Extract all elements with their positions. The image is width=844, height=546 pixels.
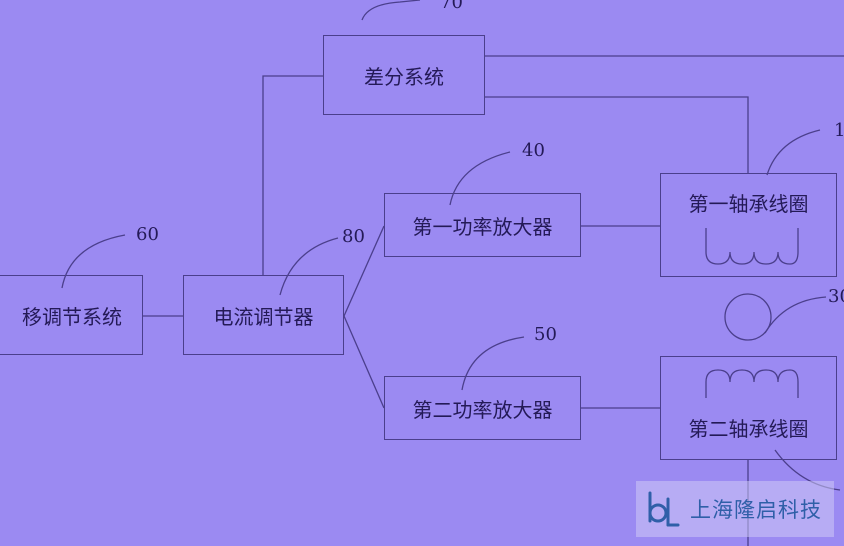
- ref-70: 70: [440, 0, 463, 13]
- ref-40: 40: [522, 140, 545, 161]
- watermark: 上海隆启科技: [636, 481, 834, 537]
- rotor-circle: [724, 293, 772, 341]
- watermark-text: 上海隆启科技: [690, 498, 822, 522]
- leader-60: [61, 234, 126, 289]
- first-coil-label: 第一轴承线圈: [688, 192, 809, 216]
- first-amplifier-block: 第一功率放大器: [384, 193, 581, 257]
- leader-40: [449, 151, 511, 206]
- current-regulator-block: 电流调节器: [183, 275, 344, 355]
- second-amplifier-block: 第二功率放大器: [384, 376, 581, 440]
- first-amplifier-label: 第一功率放大器: [412, 214, 553, 239]
- wire-diff-to-coil1: [485, 96, 749, 173]
- coil-winding-2: [705, 369, 799, 398]
- second-amplifier-label: 第二功率放大器: [412, 397, 553, 422]
- ref-50: 50: [534, 324, 557, 345]
- diff-system-block: 差分系统: [323, 35, 485, 115]
- ref-60: 60: [136, 224, 159, 245]
- wire-regulator-to-amp1: [343, 225, 385, 317]
- first-coil-block: 第一轴承线圈: [660, 173, 837, 277]
- current-regulator-label: 电流调节器: [213, 304, 314, 329]
- displacement-system-block: 移调节系统: [0, 275, 143, 355]
- ref-10: 1: [834, 120, 844, 141]
- company-logo-icon: [648, 491, 680, 527]
- coil-winding-1: [705, 228, 799, 265]
- diff-system-label: 差分系统: [364, 64, 444, 89]
- ref-30: 30: [828, 286, 844, 307]
- wire-regulator-to-amp2: [343, 315, 385, 409]
- displacement-system-label: 移调节系统: [22, 304, 122, 329]
- second-coil-block: 第二轴承线圈: [660, 356, 837, 460]
- leader-30: [764, 296, 827, 334]
- wire-regulator-to-diff: [262, 75, 323, 275]
- ref-80: 80: [342, 226, 365, 247]
- leader-10: [766, 129, 821, 176]
- leader-70: [361, 0, 421, 21]
- leader-50: [461, 336, 525, 391]
- second-coil-label: 第二轴承线圈: [688, 417, 809, 441]
- leader-80: [279, 237, 339, 296]
